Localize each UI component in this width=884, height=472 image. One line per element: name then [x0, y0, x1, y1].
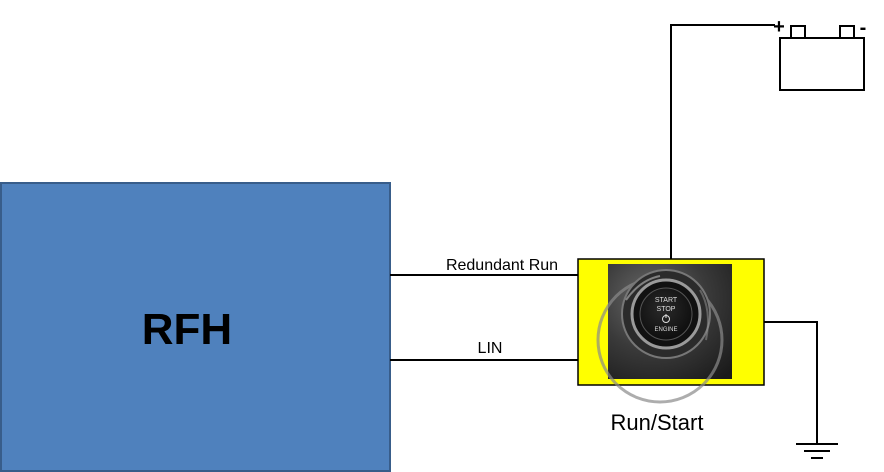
rfh-block — [0, 182, 391, 472]
button-engine-text: ENGINE — [654, 327, 677, 333]
power-icon — [662, 314, 670, 323]
rfh-label: RFH — [142, 305, 232, 354]
run-start-label: Run/Start — [611, 410, 704, 435]
battery-icon — [779, 25, 865, 91]
ground-icon — [796, 443, 838, 459]
lin-label: LIN — [478, 340, 503, 357]
battery-minus-label: - — [860, 17, 867, 39]
battery-supply-wire — [670, 24, 775, 259]
ground-wire — [764, 321, 818, 444]
button-stop-text: STOP — [657, 306, 676, 313]
battery-plus-label: + — [773, 16, 785, 38]
start-stop-button-photo: START STOP ENGINE — [596, 264, 732, 404]
redundant-run-label: Redundant Run — [446, 257, 558, 274]
button-start-text: START — [655, 297, 678, 304]
